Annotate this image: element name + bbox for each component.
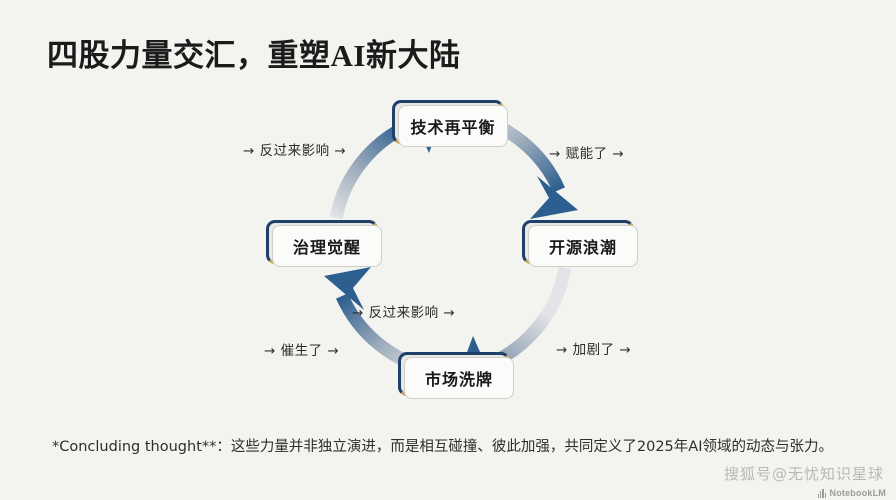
notebooklm-label: NotebookLM [829,488,886,498]
node-face: 市场洗牌 [404,357,514,399]
node-label: 技术再平衡 [410,118,496,137]
edge-label-opensource-to-market: → 加剧了 → [556,342,632,358]
node-face: 治理觉醒 [272,225,382,267]
notebooklm-badge: NotebookLM [817,488,887,498]
node-label: 开源浪潮 [548,238,617,257]
edge-label-market-reverse-impact: → 反过来影响 → [352,305,456,321]
edge-label-market-to-governance: → 催生了 → [264,343,340,359]
node-technology-rebalance[interactable]: 技术再平衡 [392,100,510,150]
watermark-text: 搜狐号@无忧知识星球 [723,465,884,483]
node-label: 市场洗牌 [424,370,493,389]
node-governance-awakening[interactable]: 治理觉醒 [266,220,384,270]
node-label: 治理觉醒 [292,238,361,257]
footer-note: *Concluding thought**：这些力量并非独立演进，而是相互碰撞、… [52,439,833,455]
page-title: 四股力量交汇，重塑AI新大陆 [47,38,461,73]
node-face: 开源浪潮 [528,225,638,267]
edge-label-tech-to-opensource: → 赋能了 → [549,146,625,162]
cycle-diagram: 技术再平衡 开源浪潮 市场洗牌 治理觉醒 → 反过来影响 → → 赋能了 → →… [0,80,896,420]
node-face: 技术再平衡 [398,105,508,147]
node-opensource-wave[interactable]: 开源浪潮 [522,220,640,270]
edge-label-governance-to-tech: → 反过来影响 → [243,143,347,159]
notebooklm-icon [817,488,827,498]
node-market-reshuffle[interactable]: 市场洗牌 [398,352,516,402]
